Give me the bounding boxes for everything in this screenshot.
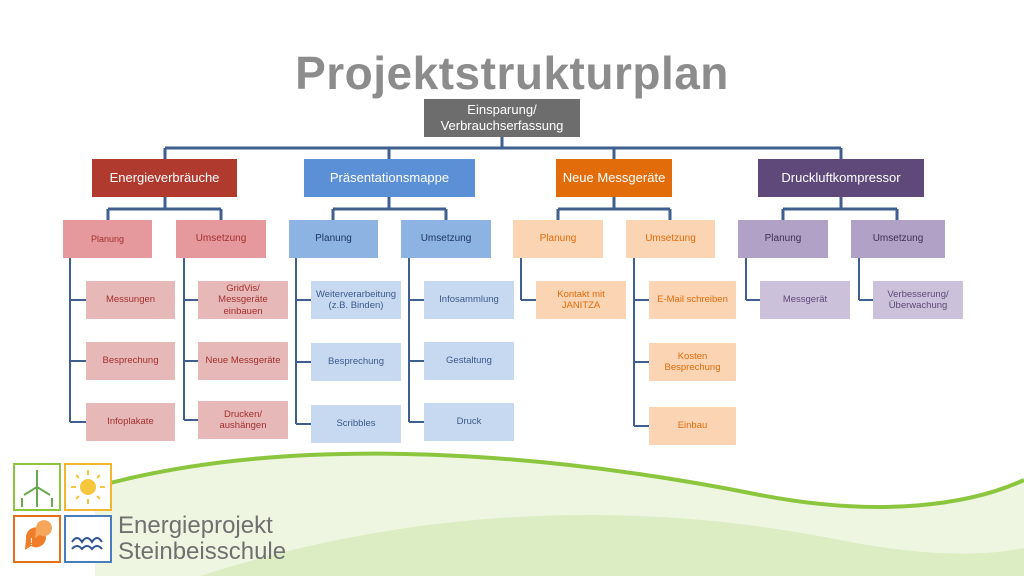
logo-line2: Steinbeisschule <box>118 538 287 565</box>
leaf-neue-messgeraete: Neue Messgeräte <box>198 342 288 380</box>
category-druckluftkompressor: Druckluftkompressor <box>758 159 924 197</box>
category-energieverbraeuche: Energieverbräuche <box>92 159 237 197</box>
leaf-besprechung-2: Besprechung <box>311 343 401 381</box>
water-waves-icon <box>71 537 103 551</box>
root-node: Einsparung/ Verbrauchserfassung <box>424 99 580 137</box>
leaf-messgeraet: Messgerät <box>760 281 850 319</box>
warning-bubble-icon: ! <box>25 520 52 550</box>
leaf-weiterverarbeitung: Weiterverarbeitung (z.B. Binden) <box>311 281 401 319</box>
leaf-einbau: Einbau <box>649 407 736 445</box>
leaf-scribbles: Scribbles <box>311 405 401 443</box>
leaf-besprechung: Besprechung <box>86 342 175 380</box>
logo-line1: Energieprojekt <box>118 512 273 539</box>
energie-planung: Planung <box>63 220 152 258</box>
leaf-infoplakate: Infoplakate <box>86 403 175 441</box>
leaf-gridvis: GridVis/ Messgeräte einbauen <box>198 281 288 319</box>
leaf-drucken-aushaengen: Drucken/ aushängen <box>198 401 288 439</box>
druckluft-umsetzung: Umsetzung <box>851 220 945 258</box>
leaf-messungen: Messungen <box>86 281 175 319</box>
wind-turbine-icon <box>21 470 53 507</box>
leaf-druck: Druck <box>424 403 514 441</box>
leaf-verbesserung-ueberwachung: Verbesserung/ Überwachung <box>873 281 963 319</box>
page-title: Projektstrukturplan <box>295 47 729 99</box>
category-neue-messgeraete: Neue Messgeräte <box>556 159 672 197</box>
messgeraete-planung: Planung <box>513 220 603 258</box>
leaf-kontakt-janitza: Kontakt mit JANITZA <box>536 281 626 319</box>
sun-icon <box>71 470 105 504</box>
leaf-infosammlung: Infosammlung <box>424 281 514 319</box>
leaf-email-schreiben: E-Mail schreiben <box>649 281 736 319</box>
svg-text:!: ! <box>30 537 33 548</box>
leaf-kosten-besprechung: Kosten Besprechung <box>649 343 736 381</box>
praesentation-umsetzung: Umsetzung <box>401 220 491 258</box>
leaf-gestaltung: Gestaltung <box>424 342 514 380</box>
praesentation-planung: Planung <box>289 220 378 258</box>
category-praesentationsmappe: Präsentationsmappe <box>304 159 475 197</box>
druckluft-planung: Planung <box>738 220 828 258</box>
messgeraete-umsetzung: Umsetzung <box>626 220 715 258</box>
energie-umsetzung: Umsetzung <box>176 220 266 258</box>
